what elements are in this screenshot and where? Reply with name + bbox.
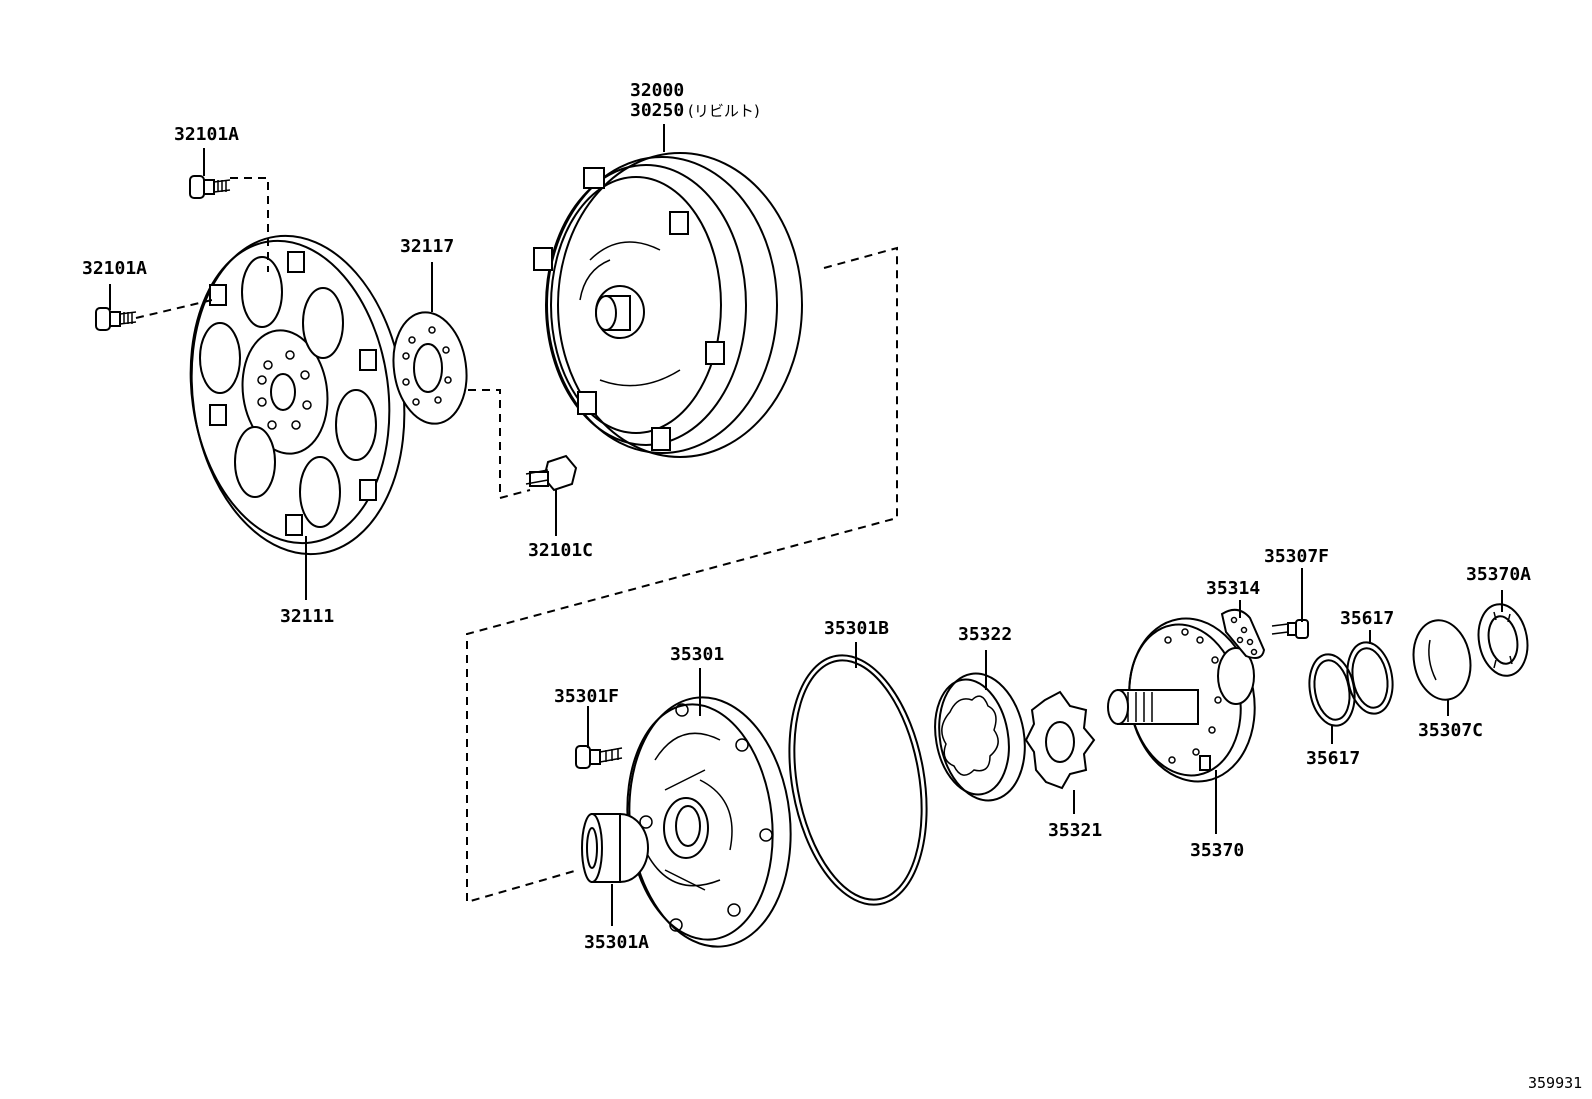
ring-35617-b[interactable] xyxy=(1342,639,1398,718)
label-35314[interactable]: 35314 xyxy=(1206,578,1260,599)
label-35301A[interactable]: 35301A xyxy=(584,932,649,953)
bolt-32101A-top[interactable] xyxy=(189,175,231,199)
ring-35617-a[interactable] xyxy=(1304,651,1360,730)
driven-gear-35322[interactable] xyxy=(926,667,1034,808)
bearing-35370A[interactable] xyxy=(1473,600,1533,679)
label-35301[interactable]: 35301 xyxy=(670,644,724,665)
bolt-35307F[interactable] xyxy=(1271,619,1309,639)
o-ring-35301B[interactable] xyxy=(771,644,945,915)
label-35307F[interactable]: 35307F xyxy=(1264,546,1329,567)
label-35301B[interactable]: 35301B xyxy=(824,618,889,639)
label-35617-bottom[interactable]: 35617 xyxy=(1306,748,1360,769)
stator-shaft-35370[interactable] xyxy=(1107,608,1267,791)
label-32117[interactable]: 32117 xyxy=(400,236,454,257)
label-30250[interactable]: 30250 xyxy=(630,100,684,121)
label-32000[interactable]: 32000 xyxy=(630,80,684,101)
label-32101C[interactable]: 32101C xyxy=(528,540,593,561)
spacer-32117[interactable] xyxy=(387,308,474,429)
oil-seal-35301A[interactable] xyxy=(581,813,649,883)
label-32111[interactable]: 32111 xyxy=(280,606,334,627)
plate-35314[interactable] xyxy=(1220,608,1266,659)
label-35370[interactable]: 35370 xyxy=(1190,840,1244,861)
washer-35307C[interactable] xyxy=(1407,616,1476,705)
bolt-32101C[interactable] xyxy=(525,454,578,492)
drive-gear-35321[interactable] xyxy=(1024,690,1096,790)
label-30250-note: (リビルト) xyxy=(688,102,760,120)
leader-lines xyxy=(109,124,1503,926)
part-labels: 32000 30250 (リビルト) 32101A 32101A 32117 3… xyxy=(82,80,1582,1092)
label-35307C[interactable]: 35307C xyxy=(1418,720,1483,741)
label-35321[interactable]: 35321 xyxy=(1048,820,1102,841)
diagram-code: 359931 xyxy=(1528,1074,1582,1092)
bolt-32101A-left[interactable] xyxy=(95,307,137,331)
torque-converter-32000[interactable] xyxy=(533,152,803,458)
flex-plate-32111[interactable] xyxy=(172,222,424,568)
label-35322[interactable]: 35322 xyxy=(958,624,1012,645)
label-35301F[interactable]: 35301F xyxy=(554,686,619,707)
label-35617-top[interactable]: 35617 xyxy=(1340,608,1394,629)
label-32101A-left[interactable]: 32101A xyxy=(82,258,147,279)
pump-body-35301[interactable] xyxy=(616,689,803,954)
assembly-guide-lines xyxy=(135,177,898,904)
label-35370A[interactable]: 35370A xyxy=(1466,564,1531,585)
label-32101A-top[interactable]: 32101A xyxy=(174,124,239,145)
bolt-35301F[interactable] xyxy=(575,745,623,769)
